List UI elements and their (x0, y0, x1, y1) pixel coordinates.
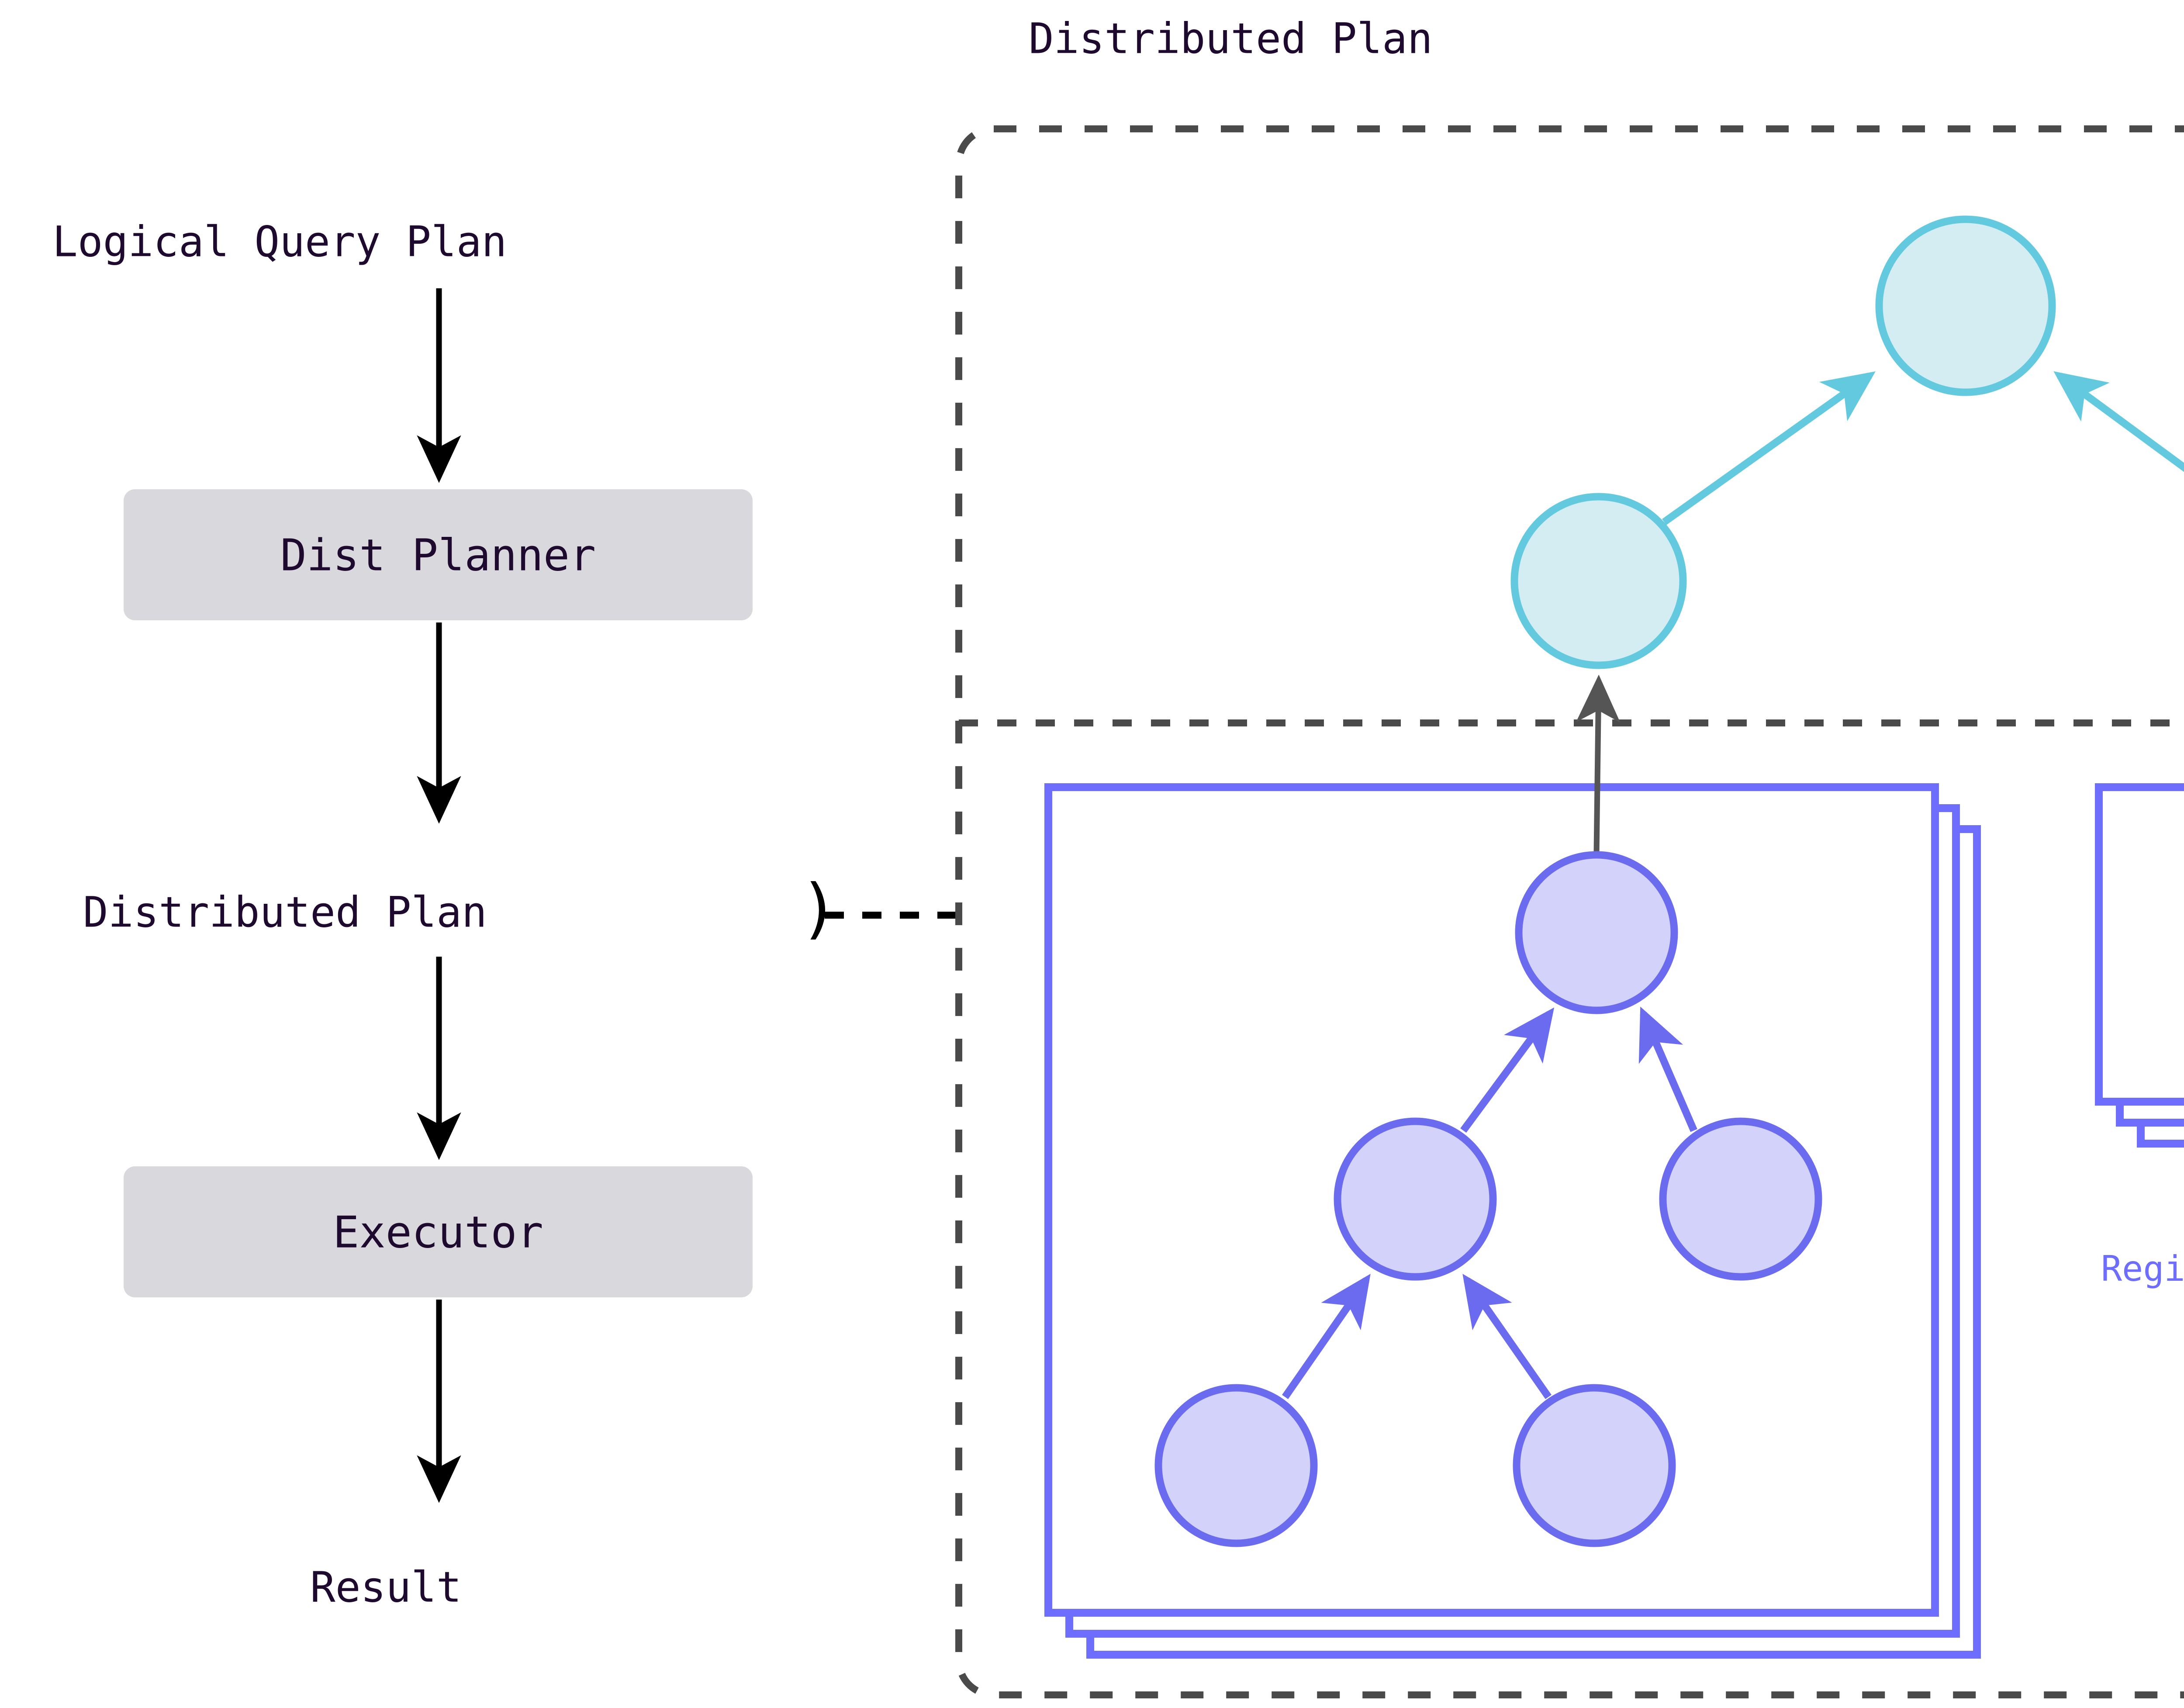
cross-stage-arrows (1576, 674, 1621, 853)
datanode-edge-leaf1-to-mid (1282, 1274, 1371, 1399)
frontend-edge-left (1662, 371, 1876, 525)
left-flow-column: Logical Query Plan Dist Planner Distribu… (52, 217, 961, 1611)
datanode-edge-right-to-root (1638, 1006, 1697, 1132)
datanode-node-left-leaf-1[interactable] (1154, 1384, 1318, 1547)
frontend-node-root[interactable] (1875, 215, 2056, 396)
distributed-plan-container-title: Distributed Plan (1029, 14, 1433, 63)
datanode-edges-left (1282, 1006, 1697, 1399)
dist-planner-box[interactable]: Dist Planner (124, 489, 753, 620)
executor-box[interactable]: Executor (124, 1166, 753, 1297)
dist-planner-box-shape (124, 489, 753, 620)
frontend-nodes[interactable] (1510, 215, 2184, 669)
frontend-edge-right (2053, 371, 2184, 472)
datanode-nodes-left[interactable] (1154, 851, 1822, 1547)
frontend-edges (1662, 371, 2184, 525)
datanode-node-left-sibling[interactable] (1659, 1117, 1822, 1281)
region-stack-right[interactable] (2095, 783, 2184, 1148)
logical-query-plan-label: Logical Query Plan (52, 217, 507, 266)
result-label: Result (310, 1563, 462, 1611)
cross-stage-arrow-left (1576, 674, 1621, 853)
datanode-edge-leaf2-to-mid (1462, 1274, 1552, 1399)
region-card-right-front (2095, 783, 2184, 1106)
distributed-plan-container: Distributed Plan Frontend Stage Datanode… (955, 14, 2184, 1698)
executor-box-label: Executor (333, 1207, 543, 1258)
datanode-node-left-leaf-2[interactable] (1513, 1384, 1676, 1547)
datanode-edge-mid-to-root (1460, 1007, 1555, 1133)
distributed-plan-label: Distributed Plan (83, 888, 487, 937)
bracket-glyph: ) (799, 871, 839, 947)
datanode-node-left-mid[interactable] (1334, 1117, 1497, 1281)
datanode-node-left-root[interactable] (1515, 851, 1678, 1014)
dist-planner-box-label: Dist Planner (280, 529, 596, 581)
plan-container-border (955, 125, 2184, 1698)
regions-label: Regions (2101, 1248, 2184, 1289)
frontend-node-left[interactable] (1510, 493, 1687, 669)
executor-box-shape (124, 1166, 753, 1297)
